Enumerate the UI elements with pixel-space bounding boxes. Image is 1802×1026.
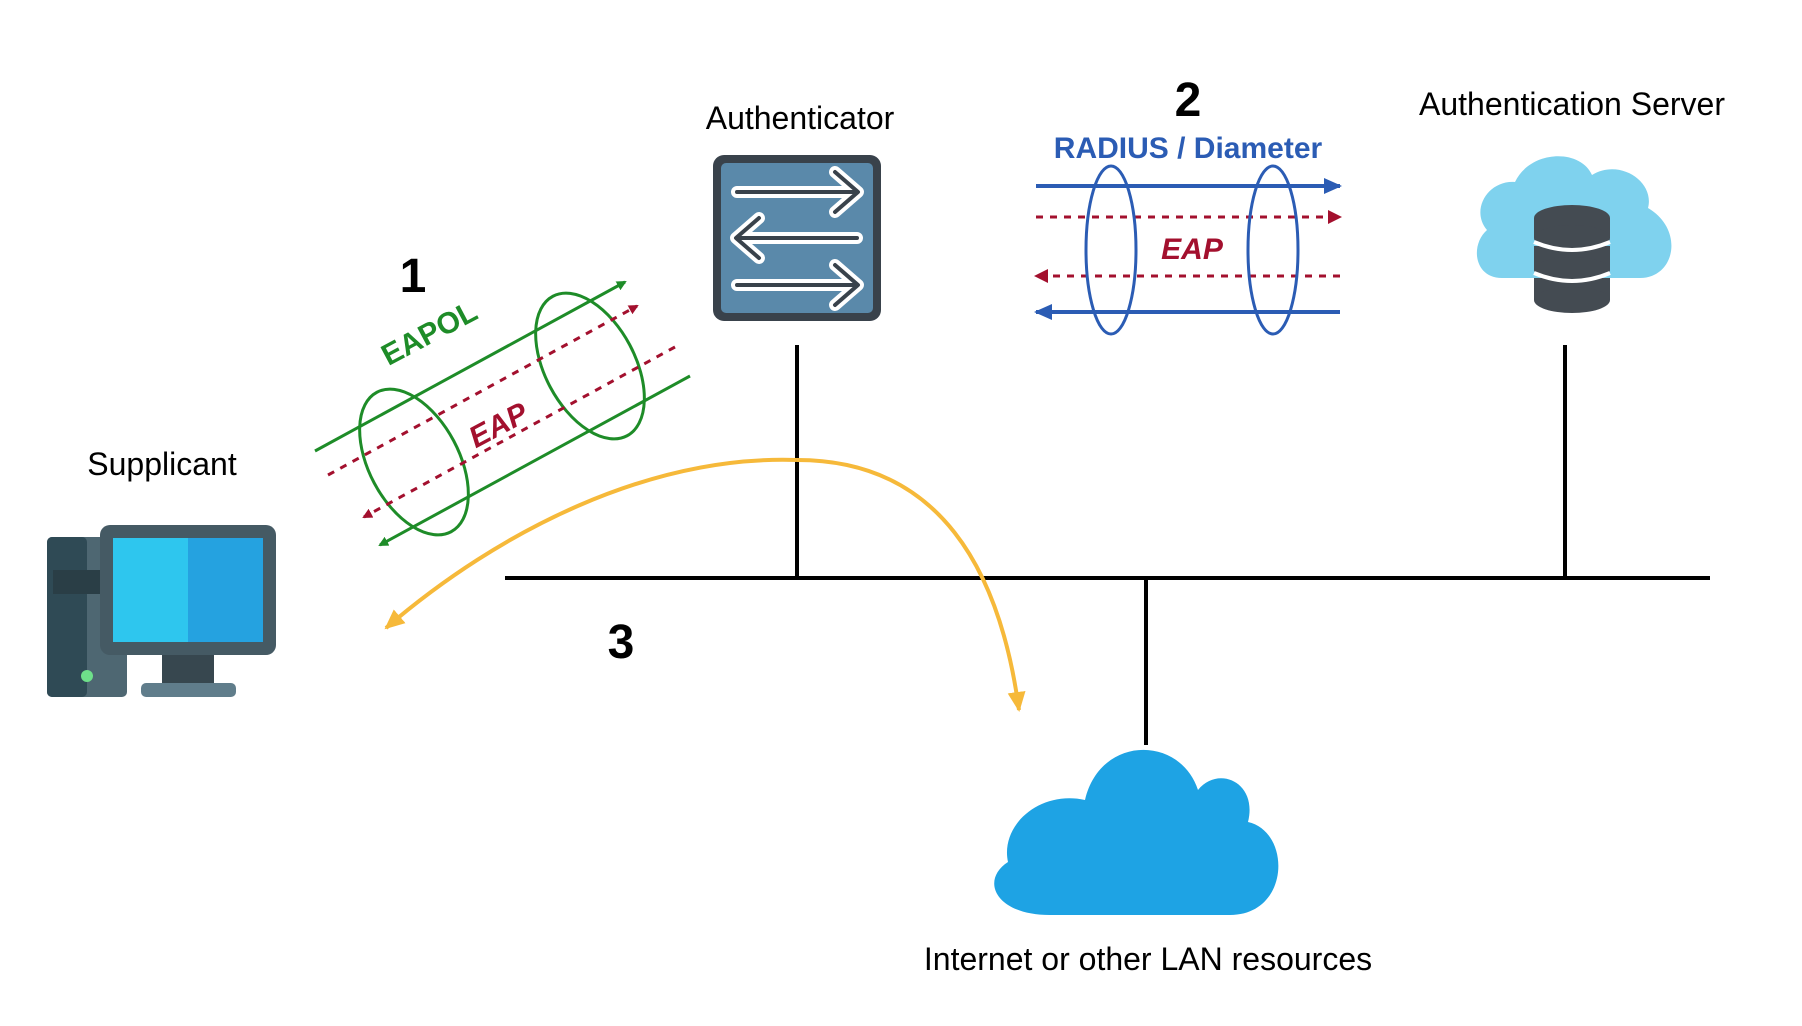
internet-node: Internet or other LAN resources (924, 749, 1372, 977)
eap-label-right: EAP (1161, 233, 1224, 266)
internet-label: Internet or other LAN resources (924, 941, 1372, 977)
authenticator-node: Authenticator (706, 100, 895, 321)
eap-line-lower (362, 345, 676, 519)
radius-tunnel-ring-left (1084, 164, 1138, 336)
step-2-number: 2 (1175, 74, 1202, 127)
eapol-tunnel-ring-right (534, 291, 646, 441)
desktop-computer-icon (47, 525, 276, 697)
network-switch-icon (713, 155, 881, 321)
eap-label-left: EAP (464, 396, 535, 455)
eap-line-upper (327, 304, 639, 477)
step-3-number: 3 (608, 616, 635, 669)
eapol-line-upper (314, 280, 627, 453)
step-1-number: 1 (400, 250, 427, 303)
supplicant-node: Supplicant (47, 446, 276, 697)
radius-tunnel: 2 RADIUS / Diameter EAP (1034, 74, 1342, 336)
eapol-label: EAPOL (376, 295, 483, 373)
cloud-icon (994, 749, 1279, 915)
eapol-tunnel: 1 EAPOL EAP (314, 250, 691, 547)
radius-tunnel-ring-right (1246, 164, 1300, 336)
network-bus (505, 345, 1710, 745)
auth-server-label: Authentication Server (1419, 86, 1725, 122)
cloud-database-icon (1476, 156, 1672, 313)
auth-server-node: Authentication Server (1419, 86, 1725, 313)
eapol-tunnel-ring-left (358, 387, 470, 537)
radius-diameter-label: RADIUS / Diameter (1054, 132, 1323, 165)
access-flow-arrow-to-internet (796, 458, 1026, 712)
supplicant-label: Supplicant (87, 446, 237, 482)
authenticator-label: Authenticator (706, 100, 895, 136)
eapol-line-lower (378, 374, 691, 547)
access-flow: 3 (384, 457, 1026, 712)
access-flow-arrow-to-supplicant (384, 457, 798, 630)
